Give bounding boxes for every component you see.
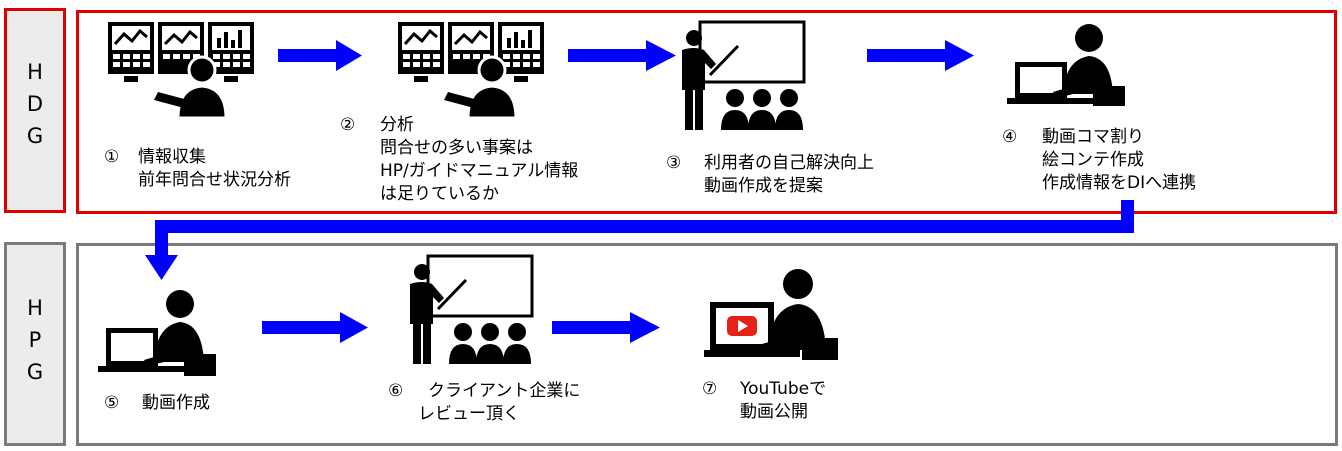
step-number: ⑦ [702,379,718,399]
step-number: ④ [1002,127,1018,147]
laptop-youtube-icon [704,269,838,360]
group-label-char: G [26,360,44,384]
step-line: 前年問合せ状況分析 [138,170,291,190]
arrow-6-to-7 [552,312,660,343]
step-6-text: ⑥ クライアント企業に レビュー頂く [388,380,580,426]
group-label-char: H [27,296,43,320]
group-label-hdg: H D G [4,8,66,213]
group-label-char: H [27,60,43,84]
presenter-audience-icon [682,20,806,130]
step-1-text: ① 情報収集 前年問合せ状況分析 [104,146,291,192]
hpg-process-box [76,243,1338,446]
laptop-user-icon [1007,24,1125,106]
arrow-2-to-3 [568,40,676,71]
step-line: 情報収集 [138,147,206,167]
group-label-char: P [28,328,42,352]
analyst-monitors-icon [398,22,544,120]
step-line: 分析 [380,115,414,135]
step-line: 動画作成を提案 [704,176,823,196]
step-5-text: ⑤ 動画作成 [104,392,210,415]
analyst-monitors-icon [108,22,254,120]
step-line: YouTubeで [740,379,827,399]
step-number: ⑤ [104,393,120,413]
arrow-3-to-4 [867,40,974,71]
hdg-process-box [76,10,1337,214]
group-label-char: D [26,92,44,116]
step-number: ② [340,115,356,135]
step-line: クライアント企業に [428,381,581,401]
step-line: 動画公開 [740,402,808,422]
step-line: 動画作成 [142,393,210,413]
step-line: 作成情報をDIへ連携 [1042,173,1197,193]
step-number: ① [104,147,120,167]
step-4-text: ④ 動画コマ割り 絵コンテ作成 作成情報をDIへ連携 [1002,126,1196,195]
arrow-5-to-6 [262,312,368,343]
step-line: HP/ガイドマニュアル情報 [380,161,579,181]
step-3-text: ③ 利用者の自己解決向上 動画作成を提案 [666,152,874,198]
step-2-text: ② 分析 問合せの多い事案は HP/ガイドマニュアル情報 は足りているか [340,114,578,206]
step-line: 動画コマ割り [1042,127,1144,147]
group-label-char: G [26,124,44,148]
presenter-audience-icon [410,254,534,364]
arrow-1-to-2 [278,40,362,71]
step-number: ③ [666,153,682,173]
step-number: ⑥ [388,381,404,401]
arrow-4-to-5-connector [145,200,1134,280]
step-line: 絵コンテ作成 [1042,150,1144,170]
step-line: 問合せの多い事案は [380,138,533,158]
step-line: は足りているか [380,184,499,204]
laptop-user-icon [98,290,216,376]
step-7-text: ⑦ YouTubeで 動画公開 [702,378,826,424]
group-label-hpg: H P G [4,242,66,446]
step-line: レビュー頂く [418,404,520,424]
step-line: 利用者の自己解決向上 [704,153,874,173]
